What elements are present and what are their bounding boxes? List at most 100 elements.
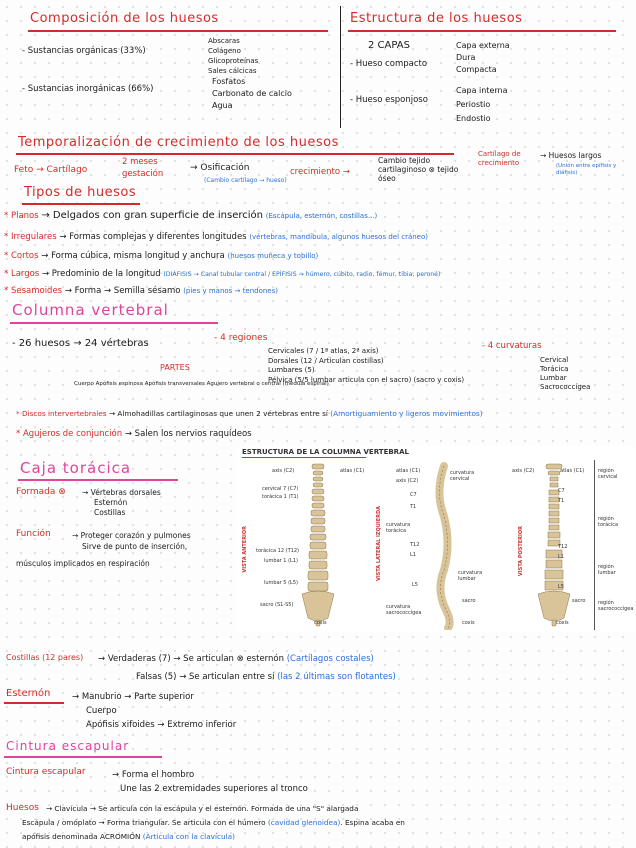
posterior-label: T1 xyxy=(558,498,565,504)
growth-title: Temporalización de crecimiento de los hu… xyxy=(18,135,339,150)
long-bones-note: (Unión entre epífisis y diáfisis) xyxy=(556,163,617,176)
anterior-label: coxis xyxy=(314,620,327,626)
acromion-row: apófisis denominada ACROMIÓN (Articula c… xyxy=(22,832,235,841)
curvature-item: Lumbar xyxy=(540,374,567,382)
type-note: (huesos muñeca y tobillo) xyxy=(227,252,319,260)
sternum-label: Esternón xyxy=(6,688,51,699)
shoulder-girdle-list: → Forma el hombro Une las 2 extremidades… xyxy=(112,768,308,796)
type-row-flat: * Planos → Delgados con gran superficie … xyxy=(4,210,377,221)
posterior-label: L5 xyxy=(558,584,564,590)
lateral-label: coxis xyxy=(462,620,475,626)
organic-item: Abscaras xyxy=(208,37,240,45)
posterior-label: atlas (C1) xyxy=(560,468,585,474)
true-ribs-row: → Verdaderas (7) → Se articulan ⊗ estern… xyxy=(98,654,374,664)
spine-figure: ESTRUCTURA DE LA COLUMNA VERTEBRAL VISTA… xyxy=(236,446,634,632)
composition-title-underline xyxy=(28,30,328,32)
foramina-label: * Agujeros de conjunción xyxy=(16,429,123,439)
type-label: * Sesamoides xyxy=(4,286,63,296)
region-label: región cervical xyxy=(598,468,618,480)
lateral-spine-illustration xyxy=(435,462,454,630)
spongy-list: Capa interna Periostio Endostio xyxy=(456,84,507,126)
anterior-label: lumbar 1 (L1) xyxy=(264,558,298,564)
lateral-label: T12 xyxy=(410,542,420,548)
region-label: región lumbar xyxy=(598,564,616,576)
function-label: Función xyxy=(16,529,51,539)
shoulder-girdle-label: Cintura escapular xyxy=(6,767,86,777)
acromion-note: (Articula con la clavícula) xyxy=(142,832,235,841)
type-row-irregular: * Irregulares → Formas complejas y difer… xyxy=(4,232,428,242)
function-list: → Proteger corazón y pulmones Sirve de p… xyxy=(72,530,191,552)
structure-title: Estructura de los huesos xyxy=(350,11,523,26)
sternum-list: → Manubrio → Parte superior Cuerpo Apófi… xyxy=(72,690,236,732)
lateral-label: curvatura sacrococcígea xyxy=(386,604,422,616)
lateral-label: sacro xyxy=(462,598,476,604)
compact-item: Capa externa xyxy=(456,41,510,50)
scapula-note: (cavidad glenoidea) xyxy=(267,818,341,827)
false-ribs-row: Falsas (5) → Se articulan entre sí (las … xyxy=(136,672,396,682)
parts-list: Cuerpo Apófisis espinosa Apófisis transv… xyxy=(74,381,329,387)
posterior-label: sacro xyxy=(572,598,586,604)
region-bracket xyxy=(594,460,595,630)
ribcage-title: Caja torácica xyxy=(20,459,132,477)
compact-bone: - Hueso compacto xyxy=(350,59,428,69)
type-note: (Escápula, esternón, costillas...) xyxy=(265,212,378,220)
curvatures-label: - 4 curvaturas xyxy=(482,341,542,351)
anterior-label: sacro (S1-S5) xyxy=(260,602,294,608)
figure-title: ESTRUCTURA DE LA COLUMNA VERTEBRAL xyxy=(242,448,409,456)
anterior-label: cervical 7 (C7) xyxy=(262,486,299,492)
inorganic-item: Agua xyxy=(212,101,233,110)
two-months: 2 meses xyxy=(122,157,158,167)
shoulder-girdle-item: → Forma el hombro xyxy=(112,770,195,780)
type-row-short: * Cortos → Forma cúbica, misma longitud … xyxy=(4,251,319,261)
posterior-label: axis (C2) xyxy=(512,468,535,474)
inorganic-substances: - Sustancias inorgánicas (66%) xyxy=(22,84,154,94)
sternum-underline xyxy=(4,702,64,704)
spongy-bone: - Hueso esponjoso xyxy=(350,95,428,105)
foramina-text: → Salen los nervios raquídeos xyxy=(124,429,252,439)
compact-list: Capa externa Dura Compacta xyxy=(456,40,510,76)
discs-label: * Discos intervertebrales xyxy=(16,409,107,418)
ribs-label: Costillas (12 pares) xyxy=(6,653,84,662)
muscles-line: músculos implicados en respiración xyxy=(16,559,150,568)
type-note: (DIÁFISIS → Canal tubular central / EPÍF… xyxy=(163,271,441,278)
ribcage-title-underline xyxy=(18,479,178,481)
acromion-text: apófisis denominada ACROMIÓN xyxy=(22,832,141,841)
true-ribs: → Verdaderas (7) → Se articulan ⊗ estern… xyxy=(98,654,284,664)
function-item: Sirve de punto de inserción, xyxy=(82,542,188,551)
region-item: Pélvica (5/5 lumbar articula con el sacr… xyxy=(268,375,465,384)
anterior-label: torácica 1 (T1) xyxy=(262,494,299,500)
compact-item: Dura xyxy=(456,53,476,62)
scapula-row: Escápula / omóplato → Forma triangular. … xyxy=(22,818,405,827)
function-item: → Proteger corazón y pulmones xyxy=(72,531,191,540)
type-label: * Cortos xyxy=(4,251,39,261)
type-text: → Formas complejas y diferentes longitud… xyxy=(59,232,247,242)
bones-label: Huesos xyxy=(6,803,39,813)
structure-title-underline xyxy=(348,30,616,32)
organic-substances: - Sustancias orgánicas (33%) xyxy=(22,46,146,56)
true-ribs-note: (Cartílagos costales) xyxy=(286,654,374,664)
growth-cartilage: Cartílago de crecimiento xyxy=(478,150,521,167)
type-label: * Planos xyxy=(4,211,39,221)
organic-list: Abscaras Colágeno Glicoproteínas Sales c… xyxy=(208,36,258,76)
clavicle-row: → Clavícula → Se articula con la escápul… xyxy=(46,804,359,813)
spine-title: Columna vertebral xyxy=(12,301,169,319)
regions-list: Cervicales (7 / 1ª atlas, 2ª axis) Dorsa… xyxy=(268,347,464,385)
view-label: VISTA ANTERIOR xyxy=(242,526,248,573)
long-bones: → Huesos largos xyxy=(540,151,602,160)
anterior-label: lumbar 5 (L5) xyxy=(264,580,298,586)
anterior-label: atlas (C1) xyxy=(340,468,365,474)
column-divider xyxy=(340,6,341,128)
type-text: → Forma cúbica, misma longitud y anchura xyxy=(41,251,225,261)
formed-by: Formada ⊗ xyxy=(16,487,66,497)
formed-item: → Vértebras dorsales xyxy=(82,488,161,497)
composition-title: Composición de los huesos xyxy=(30,11,219,26)
false-ribs: Falsas (5) → Se articulan entre sí xyxy=(136,672,275,682)
foramina-row: * Agujeros de conjunción → Salen los ner… xyxy=(16,429,252,439)
curvature-item: Sacrococcígea xyxy=(540,383,591,391)
inorganic-item: Fosfatos xyxy=(212,77,246,86)
view-label: VISTA POSTERIOR xyxy=(518,526,524,577)
spine-bones: - 26 huesos → 24 vértebras xyxy=(12,338,149,349)
sternum-item: Apófisis xifoides → Extremo inferior xyxy=(86,720,237,730)
lateral-label: curvatura cervical xyxy=(450,470,475,482)
region-label: región torácica xyxy=(598,516,619,528)
